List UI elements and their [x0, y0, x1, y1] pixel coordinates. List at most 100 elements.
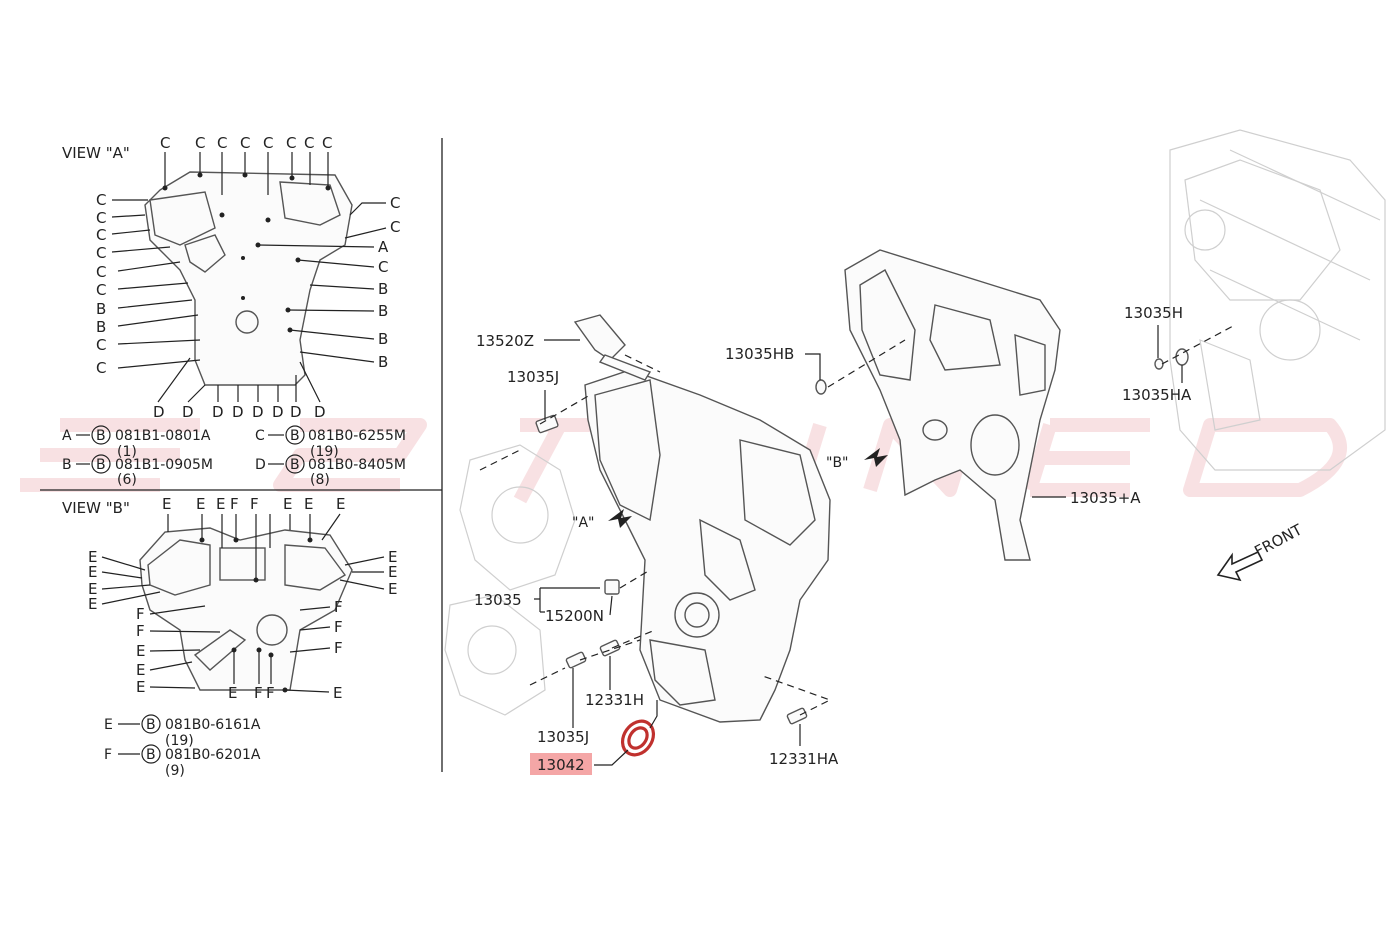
front-crank-seal-13042: [620, 719, 656, 757]
bolt-icon: [91, 425, 111, 445]
view-a-label: C: [96, 336, 106, 354]
view-a-label: B: [378, 330, 388, 348]
legend-qty: (9): [165, 763, 185, 779]
view-b-label: F: [230, 495, 239, 513]
view-b-label: F: [136, 605, 145, 623]
leader-13035HB: [805, 353, 821, 380]
callout-13042: 13042: [537, 756, 585, 774]
plug-15200N: [604, 579, 620, 595]
view-a-bottom-labels: D D D D D D D D: [153, 403, 326, 421]
view-b-center-window: [219, 547, 266, 581]
view-a-left-labels: C C C C C C B B C C: [96, 191, 106, 377]
leader-13042: [594, 749, 629, 766]
view-b-left-leaders: [101, 556, 221, 689]
view-b-label: E: [136, 661, 145, 679]
view-a-label: C: [195, 134, 205, 152]
view-a-label: C: [96, 209, 106, 227]
view-b-label: F: [254, 684, 263, 702]
bolt-symbol: B: [96, 457, 106, 473]
oil-strainer-13520Z: [573, 314, 652, 381]
view-a-center-hole: [235, 310, 259, 334]
view-a-label: C: [240, 134, 250, 152]
view-b-label: F: [266, 684, 275, 702]
o-ring-13035HB: [815, 379, 827, 395]
view-b-label: E: [333, 684, 342, 702]
view-b-right-leaders: [289, 556, 385, 653]
leader-13042-cover: [649, 700, 658, 729]
legend-code: 081B0-6201A: [165, 747, 261, 763]
view-b-label: E: [136, 642, 145, 660]
arrow-icon: [864, 448, 888, 467]
legend-qty: (6): [117, 472, 137, 488]
view-b-label: E: [162, 495, 171, 513]
view-b-label: E: [388, 580, 397, 598]
view-a-right-leaders: [257, 202, 387, 363]
view-b-label: E: [388, 548, 397, 566]
view-a-marker-label: "A": [572, 515, 594, 531]
view-a-label: C: [263, 134, 273, 152]
view-b-label: F: [334, 618, 343, 636]
legend-code: 081B0-8405M: [308, 457, 406, 473]
o-ring-13035H: [1154, 358, 1164, 370]
view-b-left-labels: E E E E F F E E E: [88, 548, 145, 696]
view-a-label: D: [212, 403, 224, 421]
bolt-symbol: B: [290, 457, 300, 473]
view-b-title: VIEW "B": [62, 499, 130, 517]
view-b-label: E: [88, 548, 97, 566]
bolt-symbol: B: [96, 428, 106, 444]
callout-13042-highlight: [530, 753, 592, 775]
leader-13035: [534, 587, 600, 613]
callout-13035: 13035: [474, 591, 522, 609]
front-indicator: FRONT: [1216, 520, 1306, 582]
callout-12331HA: 12331HA: [769, 750, 839, 768]
view-b-crank-hole: [256, 614, 288, 646]
legend-key: D: [255, 457, 266, 473]
view-a-label: A: [378, 238, 389, 256]
view-a-label: B: [378, 353, 388, 371]
view-a-label: C: [96, 244, 106, 262]
view-a-label: C: [96, 191, 106, 209]
view-a-title: VIEW "A": [62, 144, 130, 162]
view-b-top-leaders: [167, 513, 341, 580]
view-b-bottom-leaders: [233, 650, 330, 693]
view-b-label: F: [136, 622, 145, 640]
view-a-left-window: [149, 191, 216, 246]
view-b-marker: "B": [826, 448, 888, 471]
view-a-label: B: [96, 300, 106, 318]
view-b-bracket: [193, 629, 247, 671]
legend-code: 081B0-6161A: [165, 717, 261, 733]
view-a-label: C: [390, 194, 400, 212]
dowel-pin-12331HA: [786, 707, 808, 725]
view-b-label: E: [228, 684, 237, 702]
callout-13520Z: 13520Z: [476, 332, 534, 350]
view-b-label: E: [388, 563, 397, 581]
legend-qty: (19): [165, 733, 194, 749]
bolt-symbol: B: [146, 717, 156, 733]
view-a-label: D: [290, 403, 302, 421]
view-a-label: C: [378, 258, 388, 276]
view-b-label: E: [216, 495, 225, 513]
legend-code: 081B0-6255M: [308, 428, 406, 444]
view-b-label: E: [336, 495, 345, 513]
view-a-panel: VIEW "A" C C C C C C C C C C C C C: [62, 134, 406, 488]
view-a-label: C: [286, 134, 296, 152]
view-a-small-window: [184, 234, 226, 273]
engine-block-ghost: [1169, 129, 1386, 471]
callout-13035HA: 13035HA: [1122, 386, 1192, 404]
callout-13035HB: 13035HB: [725, 345, 794, 363]
front-label: FRONT: [1251, 520, 1305, 560]
front-arrow-icon: [1216, 550, 1264, 582]
view-b-label: F: [334, 598, 343, 616]
legend-qty: (1): [117, 444, 137, 460]
callouts: 13520Z 13035J 13035HB 13035H 13035HA 130…: [474, 304, 1192, 775]
view-a-right-window: [279, 181, 341, 226]
view-a-label: C: [96, 226, 106, 244]
view-a-legend: A B 081B1-0801A (1) C B 081B0-6255M (19)…: [62, 425, 406, 488]
view-a-label: C: [160, 134, 170, 152]
view-b-right-window: [284, 544, 347, 591]
view-b-label: F: [334, 639, 343, 657]
view-a-marker: "A": [572, 509, 632, 531]
view-a-label: D: [232, 403, 244, 421]
